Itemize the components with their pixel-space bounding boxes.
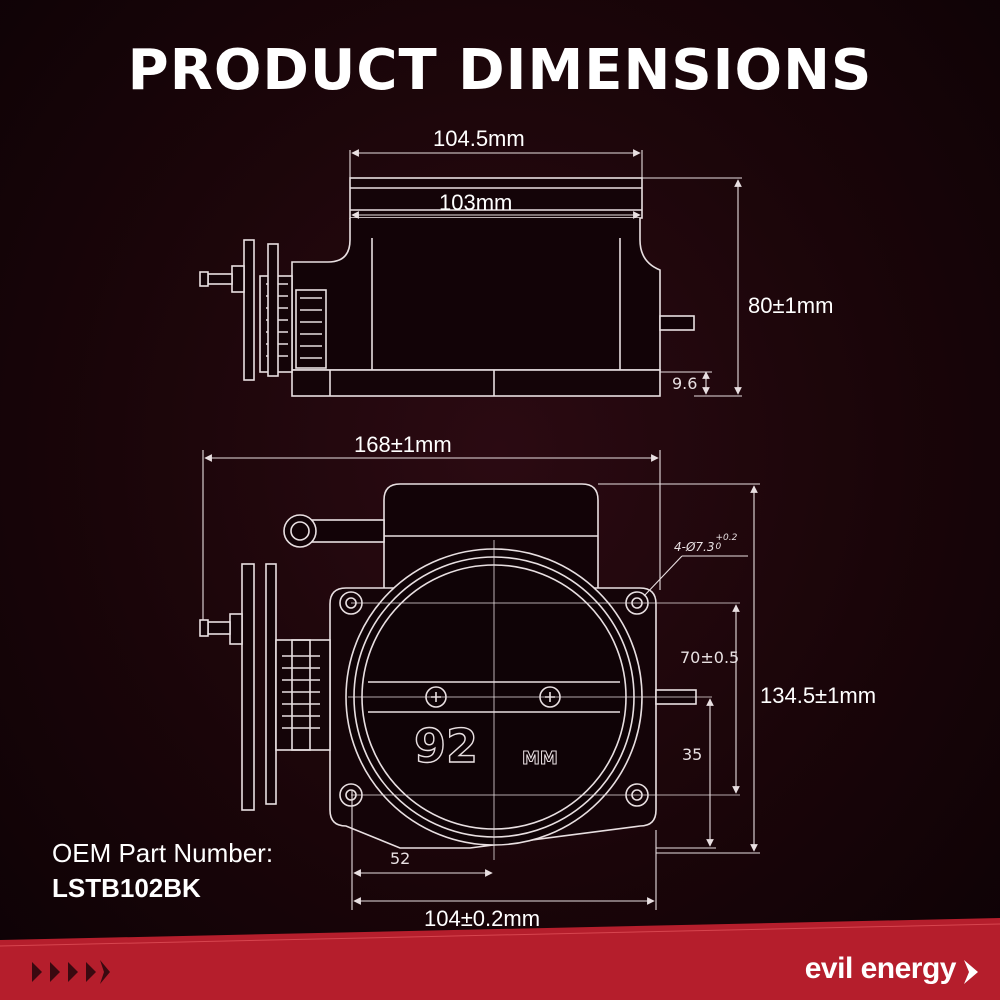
front-overall-width-label: 168±1mm	[354, 432, 452, 457]
top-view-drawing	[199, 177, 695, 397]
bore-offset-label: 52	[390, 849, 411, 868]
top-height-label: 80±1mm	[748, 293, 834, 318]
bore-engraving: 92	[414, 719, 478, 773]
top-view-dimension-lines	[349, 149, 742, 397]
flange-thickness-label: 9.6	[672, 374, 698, 393]
front-view-dimension-lines	[202, 450, 760, 910]
top-bore-width-label: 103mm	[439, 190, 513, 215]
front-view-drawing	[199, 483, 697, 849]
shaft-height-label: 35	[682, 745, 703, 764]
top-overall-width-label: 104.5mm	[433, 126, 525, 151]
oem-part-number-value: LSTB102BK	[52, 873, 201, 903]
footer-chevron-icons	[32, 960, 110, 984]
bolt-spacing-label: 70±0.5	[680, 648, 740, 667]
bolt-tolerance-lower: 0	[715, 542, 722, 552]
front-overall-height-label: 134.5±1mm	[760, 683, 877, 708]
bolt-hole-spec: 4-Ø7.3	[674, 540, 715, 554]
brand-name: evil energy	[804, 952, 957, 985]
footer-band	[0, 918, 1000, 1000]
bore-engraving-unit: MM	[522, 748, 558, 769]
bolt-tolerance-upper: +0.2	[715, 533, 738, 543]
flange-width-label: 104±0.2mm	[424, 906, 541, 931]
front-view-center-lines	[348, 540, 740, 860]
page-title: PRODUCT DIMENSIONS	[127, 38, 873, 103]
brand-logo-icon	[964, 960, 978, 984]
oem-part-number-label: OEM Part Number:	[52, 838, 274, 868]
